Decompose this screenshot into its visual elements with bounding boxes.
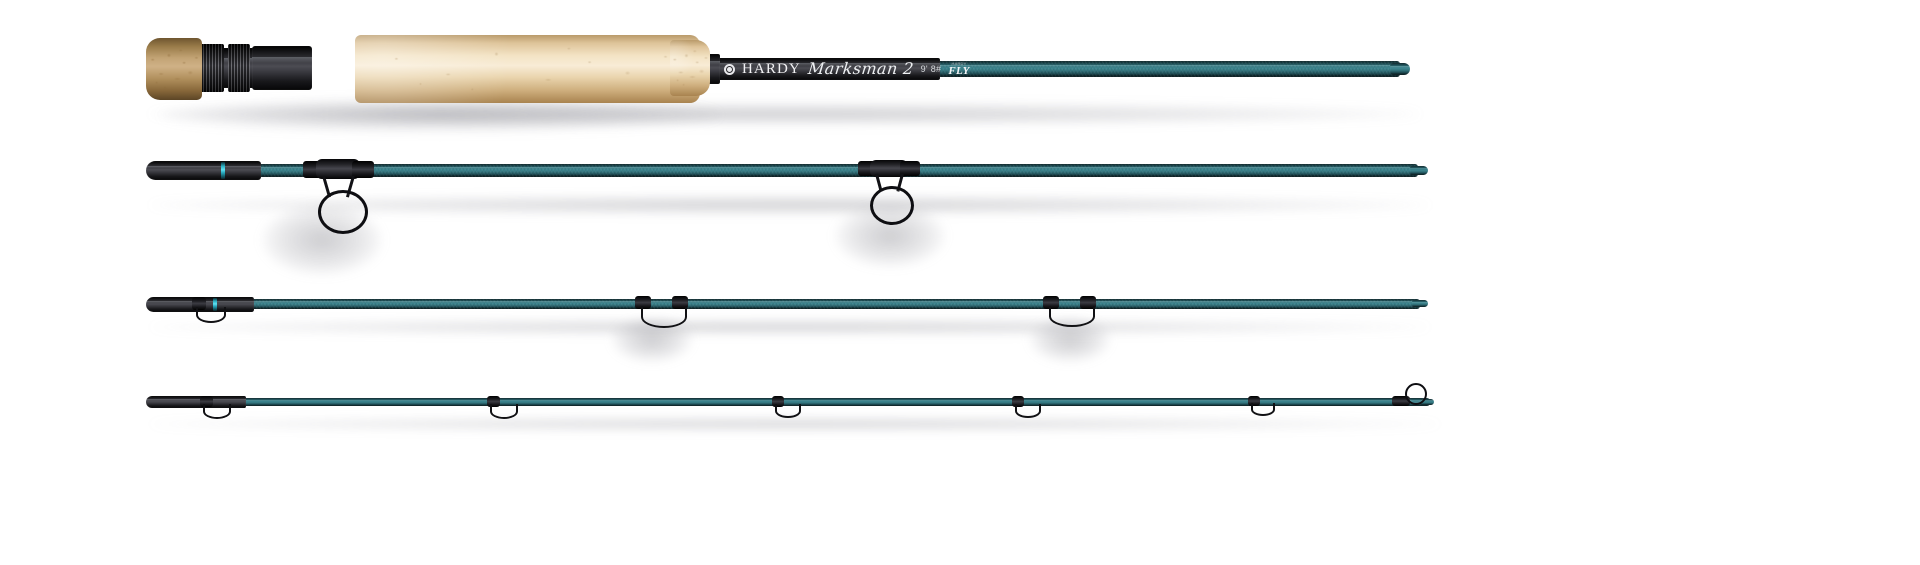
section-4-guide-1-wrap <box>200 396 213 407</box>
section-4-shadow <box>150 418 1440 430</box>
section-4-guide-2-snake <box>490 404 518 419</box>
section-2-guide-1-frame <box>316 159 360 179</box>
section-4-ferrule <box>146 396 246 408</box>
section-4-guide-1-snake <box>203 404 231 419</box>
section-1-grip-shadow <box>160 98 720 132</box>
section-4-guide-4-snake <box>1015 404 1041 418</box>
section-4-guide-4-wrap <box>1012 396 1024 407</box>
cork-grip-front-taper <box>670 40 710 96</box>
section-4-guide-2-wrap <box>487 396 500 407</box>
section-3-guide-3-snake <box>196 307 226 323</box>
tip-top-mount <box>1392 396 1410 406</box>
cork-grip <box>355 35 700 103</box>
cork-grip-texture <box>355 35 700 103</box>
section-2-blank-tip <box>1410 166 1428 175</box>
section-3-guide-2-snake <box>1049 306 1095 327</box>
section-2-guide-1-ring <box>318 190 368 234</box>
locking-ring-lower <box>200 44 224 92</box>
section-1-blank <box>930 61 1400 77</box>
section-3-blank-tip <box>1412 300 1428 307</box>
cork-grip-front-texture <box>670 40 710 96</box>
section-1-shadow <box>150 103 1420 125</box>
section-4-guide-5-wrap <box>1248 396 1260 406</box>
section-3-accent-band <box>213 298 217 311</box>
section-4-guide-3-wrap <box>772 396 784 407</box>
section-4-guide-3-snake <box>775 404 801 418</box>
section-2-blank <box>258 164 1418 177</box>
section-2-guide-2-frame <box>870 160 908 177</box>
locking-ring-upper <box>228 44 250 92</box>
section-4-guide-5-snake <box>1251 403 1275 416</box>
section-3-blank <box>250 299 1420 309</box>
section-2-guide-2-ring <box>870 186 914 225</box>
section-2-guide-1-wrap-front <box>352 161 374 178</box>
fighting-butt-cork <box>146 38 202 100</box>
section-2-guide-2-wrap-front <box>900 161 920 176</box>
section-1-blank-taper <box>1390 63 1410 75</box>
section-2-accent-band <box>221 162 225 179</box>
section-3-guide-1-snake <box>641 306 687 328</box>
fighting-butt-texture <box>146 38 202 100</box>
section-4-blank-tip <box>1420 399 1434 405</box>
reel-seat-hood <box>252 46 312 90</box>
section-2-ferrule <box>146 161 261 180</box>
blank-weave-texture <box>930 61 1400 77</box>
section-3-shadow <box>150 320 1430 334</box>
section-4-blank <box>240 398 1430 406</box>
section-3-weave-texture <box>250 299 1420 309</box>
section-2-weave-texture <box>258 164 1418 177</box>
tip-top-ring <box>1405 383 1427 405</box>
section-1-graphics-panel <box>700 58 940 80</box>
